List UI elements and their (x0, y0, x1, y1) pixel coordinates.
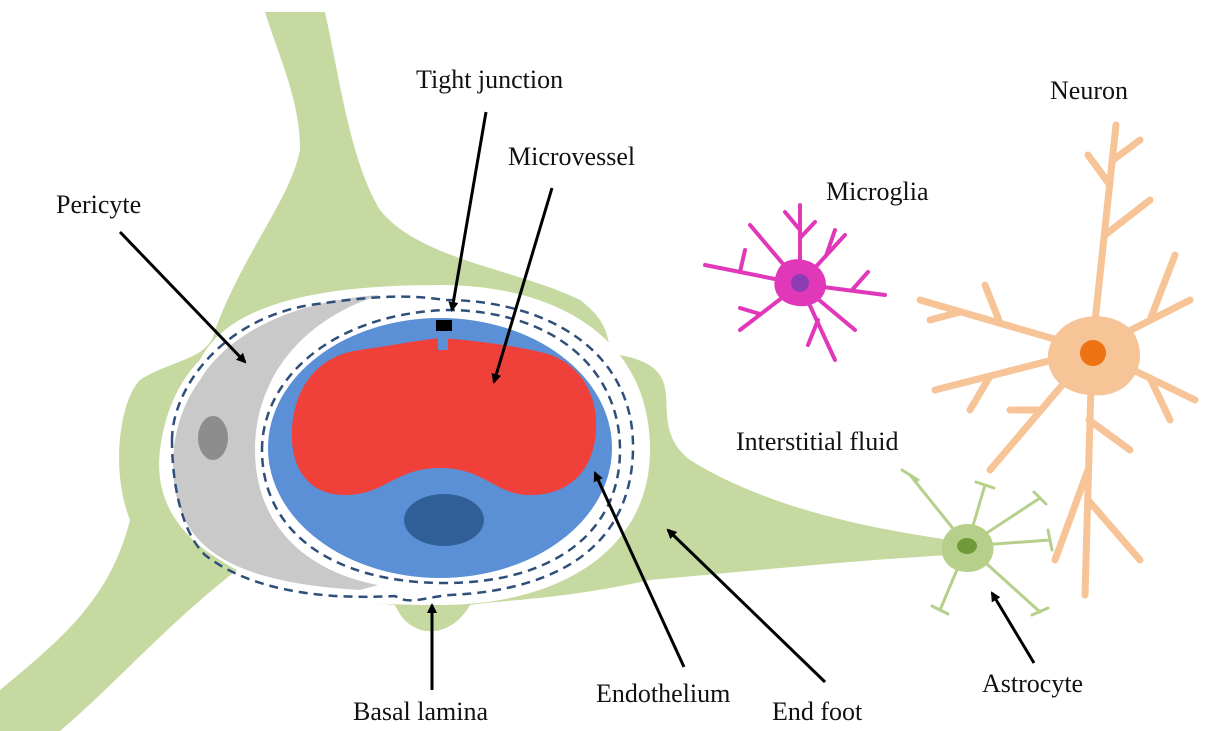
endothelium-nucleus (404, 494, 484, 546)
label-basal-lamina: Basal lamina (353, 697, 488, 726)
tight-junction-block (436, 320, 452, 331)
arrow-astrocyte (992, 593, 1034, 663)
microglia-nucleus (791, 274, 809, 292)
label-tight-junction: Tight junction (416, 65, 563, 94)
label-microglia: Microglia (826, 177, 929, 206)
label-end-foot: End foot (772, 697, 863, 726)
label-endothelium: Endothelium (596, 679, 730, 708)
label-pericyte: Pericyte (56, 190, 141, 219)
label-neuron: Neuron (1050, 76, 1128, 105)
tight-junction-gap (438, 330, 448, 350)
pericyte-nucleus (198, 416, 228, 460)
label-interstitial-fluid: Interstitial fluid (736, 427, 898, 456)
neuron-nucleus (1080, 340, 1106, 366)
label-microvessel: Microvessel (508, 142, 635, 171)
label-astrocyte: Astrocyte (982, 669, 1083, 698)
astrocyte-nucleus (957, 538, 977, 554)
arrow-pericyte (120, 232, 245, 362)
